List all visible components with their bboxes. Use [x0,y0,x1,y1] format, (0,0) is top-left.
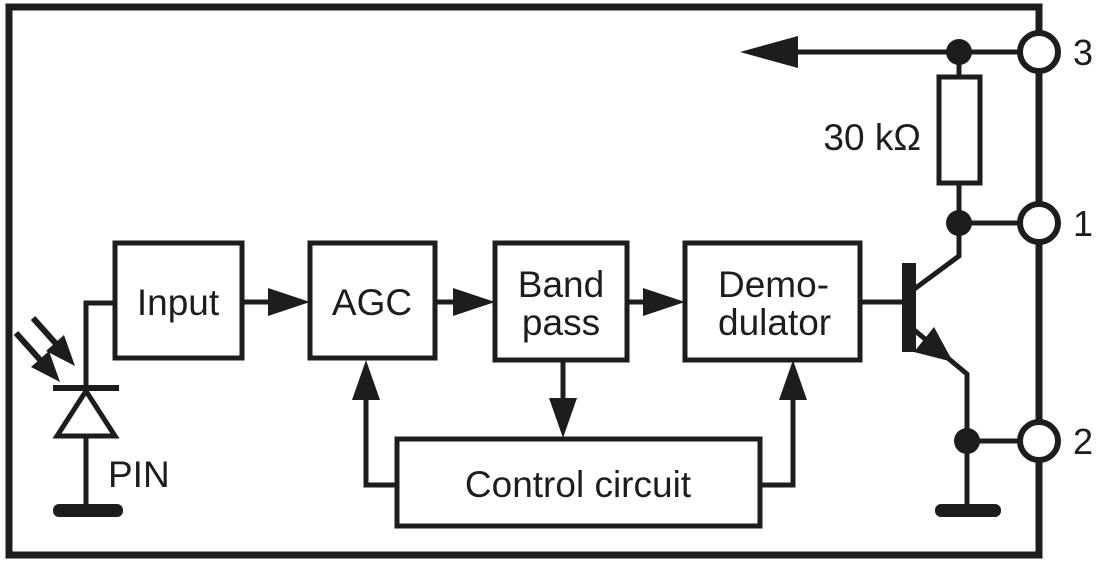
block-bandpass: Band pass [492,240,630,363]
ic-outline [5,3,1043,559]
resistor-body [936,74,983,186]
output-rail [740,36,1021,68]
pin-1-label: 1 [1073,203,1093,244]
block-control-circuit: Control circuit [352,360,807,529]
pin-3-terminal [1017,30,1061,74]
demodulator-label-line1: Demo- [718,264,829,305]
agc-box [307,240,438,361]
light-arrowhead [46,335,75,366]
pin-photodiode: PIN [13,300,170,517]
input-label: Input [137,282,220,323]
down-arrow-icon [549,398,577,438]
left-arrow-icon [740,36,798,68]
block-agc: AGC [307,240,438,361]
bandpass-label-line2: pass [522,302,600,343]
agc-label: AGC [332,282,412,323]
bandpass-label-line1: Band [518,264,604,305]
photodiode-label: PIN [108,454,170,495]
demodulator-box [682,240,863,363]
ground-bar-icon [53,504,123,517]
right-arrow-icon [643,288,685,316]
light-arrow-shaft [30,316,61,348]
up-arrow-icon [352,360,380,400]
transistor-base-bar [902,263,916,352]
control-to-demodulator-wire [760,396,796,488]
pin-2-terminal [1017,419,1061,463]
chain-arrows [242,288,902,316]
diode-triangle [52,386,120,439]
pin-1-terminal [1017,201,1061,245]
block-demodulator: Demo- dulator [682,240,863,363]
light-arrowhead [31,351,60,382]
collector-node [946,210,1021,236]
pin-3-label: 3 [1073,32,1093,73]
demodulator-label-line2: dulator [718,302,831,343]
control-to-agc-wire [363,396,397,488]
bandpass-box [492,240,630,363]
collector-wire [911,253,962,293]
up-arrow-icon [779,360,807,400]
right-arrow-icon [453,288,495,316]
output-transistor [902,253,970,443]
ground-bar-icon [935,504,1001,517]
light-arrow-shaft [13,330,45,365]
pullup-resistor: 30 kΩ [823,52,983,254]
light-arrows-icon [13,316,75,382]
block-input: Input [112,240,245,361]
resistor-label: 30 kΩ [823,117,921,158]
package-pins: 3 1 2 [1017,30,1093,463]
photodiode-to-input-wire [83,300,115,388]
pin-2-label: 2 [1073,421,1093,462]
emitter-node [935,428,1021,517]
control-circuit-label: Control circuit [465,464,692,505]
junction-dot [946,210,972,236]
right-arrow-icon [268,288,310,316]
emitter-arrow-icon [914,327,953,362]
